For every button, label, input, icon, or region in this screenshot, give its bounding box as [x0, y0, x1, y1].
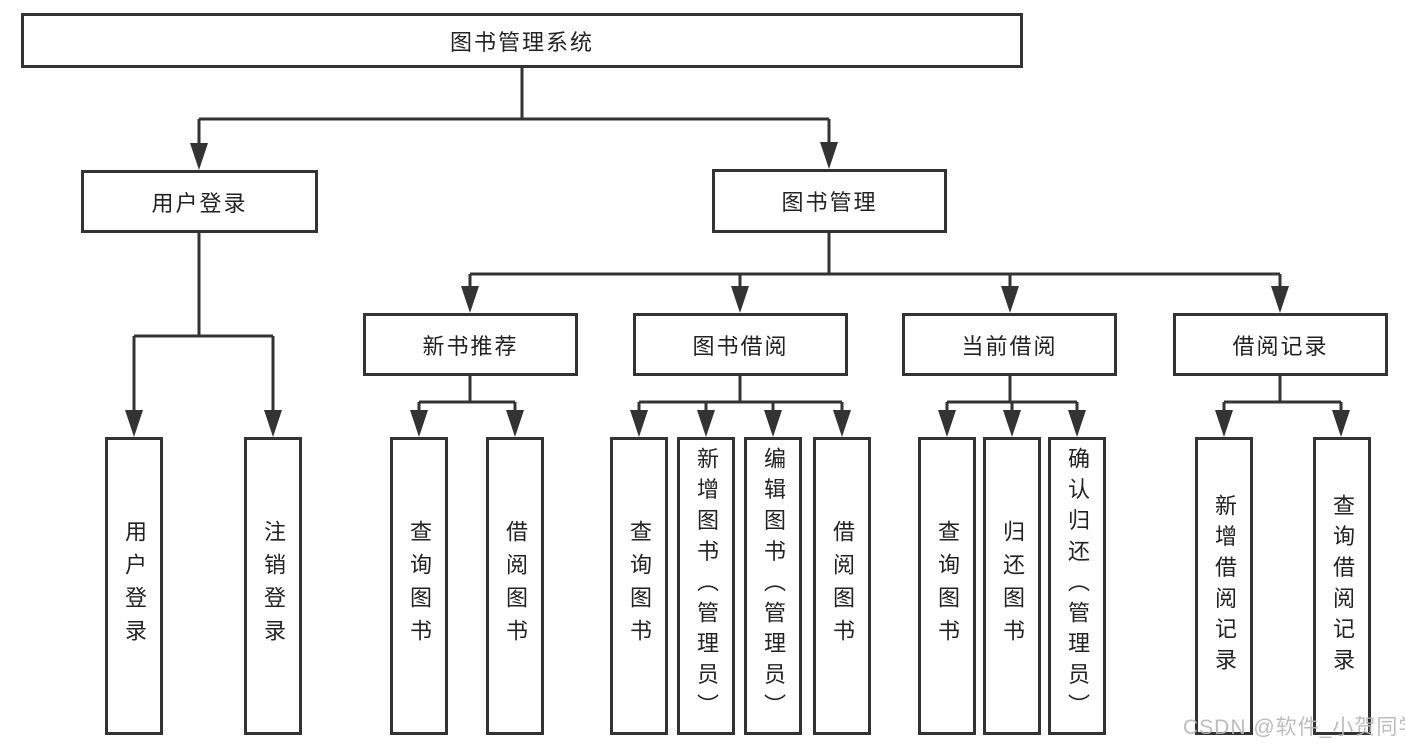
arrowheads — [125, 142, 1350, 437]
leaf-add-borrow-record: 新增借阅记录 — [1195, 437, 1253, 735]
leaf-logout: 注销登录 — [244, 437, 302, 735]
node-library-management-system-label: 图书管理系统 — [449, 29, 594, 55]
leaf-confirm-return-admin-label: 确认归还（管理员） — [1065, 447, 1090, 725]
leaf-query-books-current-label: 查询图书 — [935, 520, 960, 652]
node-current-borrowing-label: 当前借阅 — [961, 333, 1058, 359]
node-book-borrowing-label: 图书借阅 — [692, 333, 789, 359]
node-new-book-recommend: 新书推荐 — [363, 313, 578, 376]
leaf-edit-book-admin-label: 编辑图书（管理员） — [761, 447, 786, 725]
leaf-add-book-admin-label: 新增图书（管理员） — [694, 447, 719, 725]
leaf-logout-label: 注销登录 — [261, 520, 286, 652]
leaf-borrow-books-recommend-label: 借阅图书 — [503, 520, 528, 652]
node-book-borrowing: 图书借阅 — [633, 313, 848, 376]
node-current-borrowing: 当前借阅 — [902, 313, 1117, 376]
node-book-management-label: 图书管理 — [781, 190, 878, 215]
node-user-login-label: 用户登录 — [151, 190, 248, 216]
leaf-return-books-label: 归还图书 — [1000, 520, 1025, 652]
node-borrowing-records: 借阅记录 — [1173, 313, 1388, 376]
leaf-user-login-label: 用户登录 — [122, 520, 147, 652]
leaf-confirm-return-admin: 确认归还（管理员） — [1048, 437, 1106, 735]
leaf-borrow-books-borrow: 借阅图书 — [813, 437, 871, 735]
leaf-edit-book-admin: 编辑图书（管理员） — [744, 437, 802, 735]
watermark: CSDN @软件_小贺同学 — [1183, 716, 1405, 739]
leaf-query-books-borrow-label: 查询图书 — [627, 520, 652, 652]
leaf-borrow-books-recommend: 借阅图书 — [486, 437, 544, 735]
node-new-book-recommend-label: 新书推荐 — [422, 333, 519, 359]
leaf-return-books: 归还图书 — [983, 437, 1041, 735]
leaf-add-book-admin: 新增图书（管理员） — [677, 437, 735, 735]
leaf-add-borrow-record-label: 新增借阅记录 — [1212, 493, 1237, 679]
leaf-query-books-recommend-label: 查询图书 — [407, 520, 432, 652]
node-book-management: 图书管理 — [712, 169, 947, 233]
leaf-query-books-current: 查询图书 — [918, 437, 976, 735]
leaf-query-borrow-record-label: 查询借阅记录 — [1330, 493, 1355, 679]
connector-segments — [132, 68, 1343, 414]
leaf-user-login: 用户登录 — [105, 437, 163, 735]
node-user-login: 用户登录 — [81, 170, 318, 233]
leaf-query-books-recommend: 查询图书 — [390, 437, 448, 735]
node-borrowing-records-label: 借阅记录 — [1232, 333, 1329, 359]
leaf-borrow-books-borrow-label: 借阅图书 — [830, 520, 855, 652]
node-library-management-system: 图书管理系统 — [21, 13, 1023, 68]
leaf-query-books-borrow: 查询图书 — [610, 437, 668, 735]
leaf-query-borrow-record: 查询借阅记录 — [1313, 437, 1371, 735]
